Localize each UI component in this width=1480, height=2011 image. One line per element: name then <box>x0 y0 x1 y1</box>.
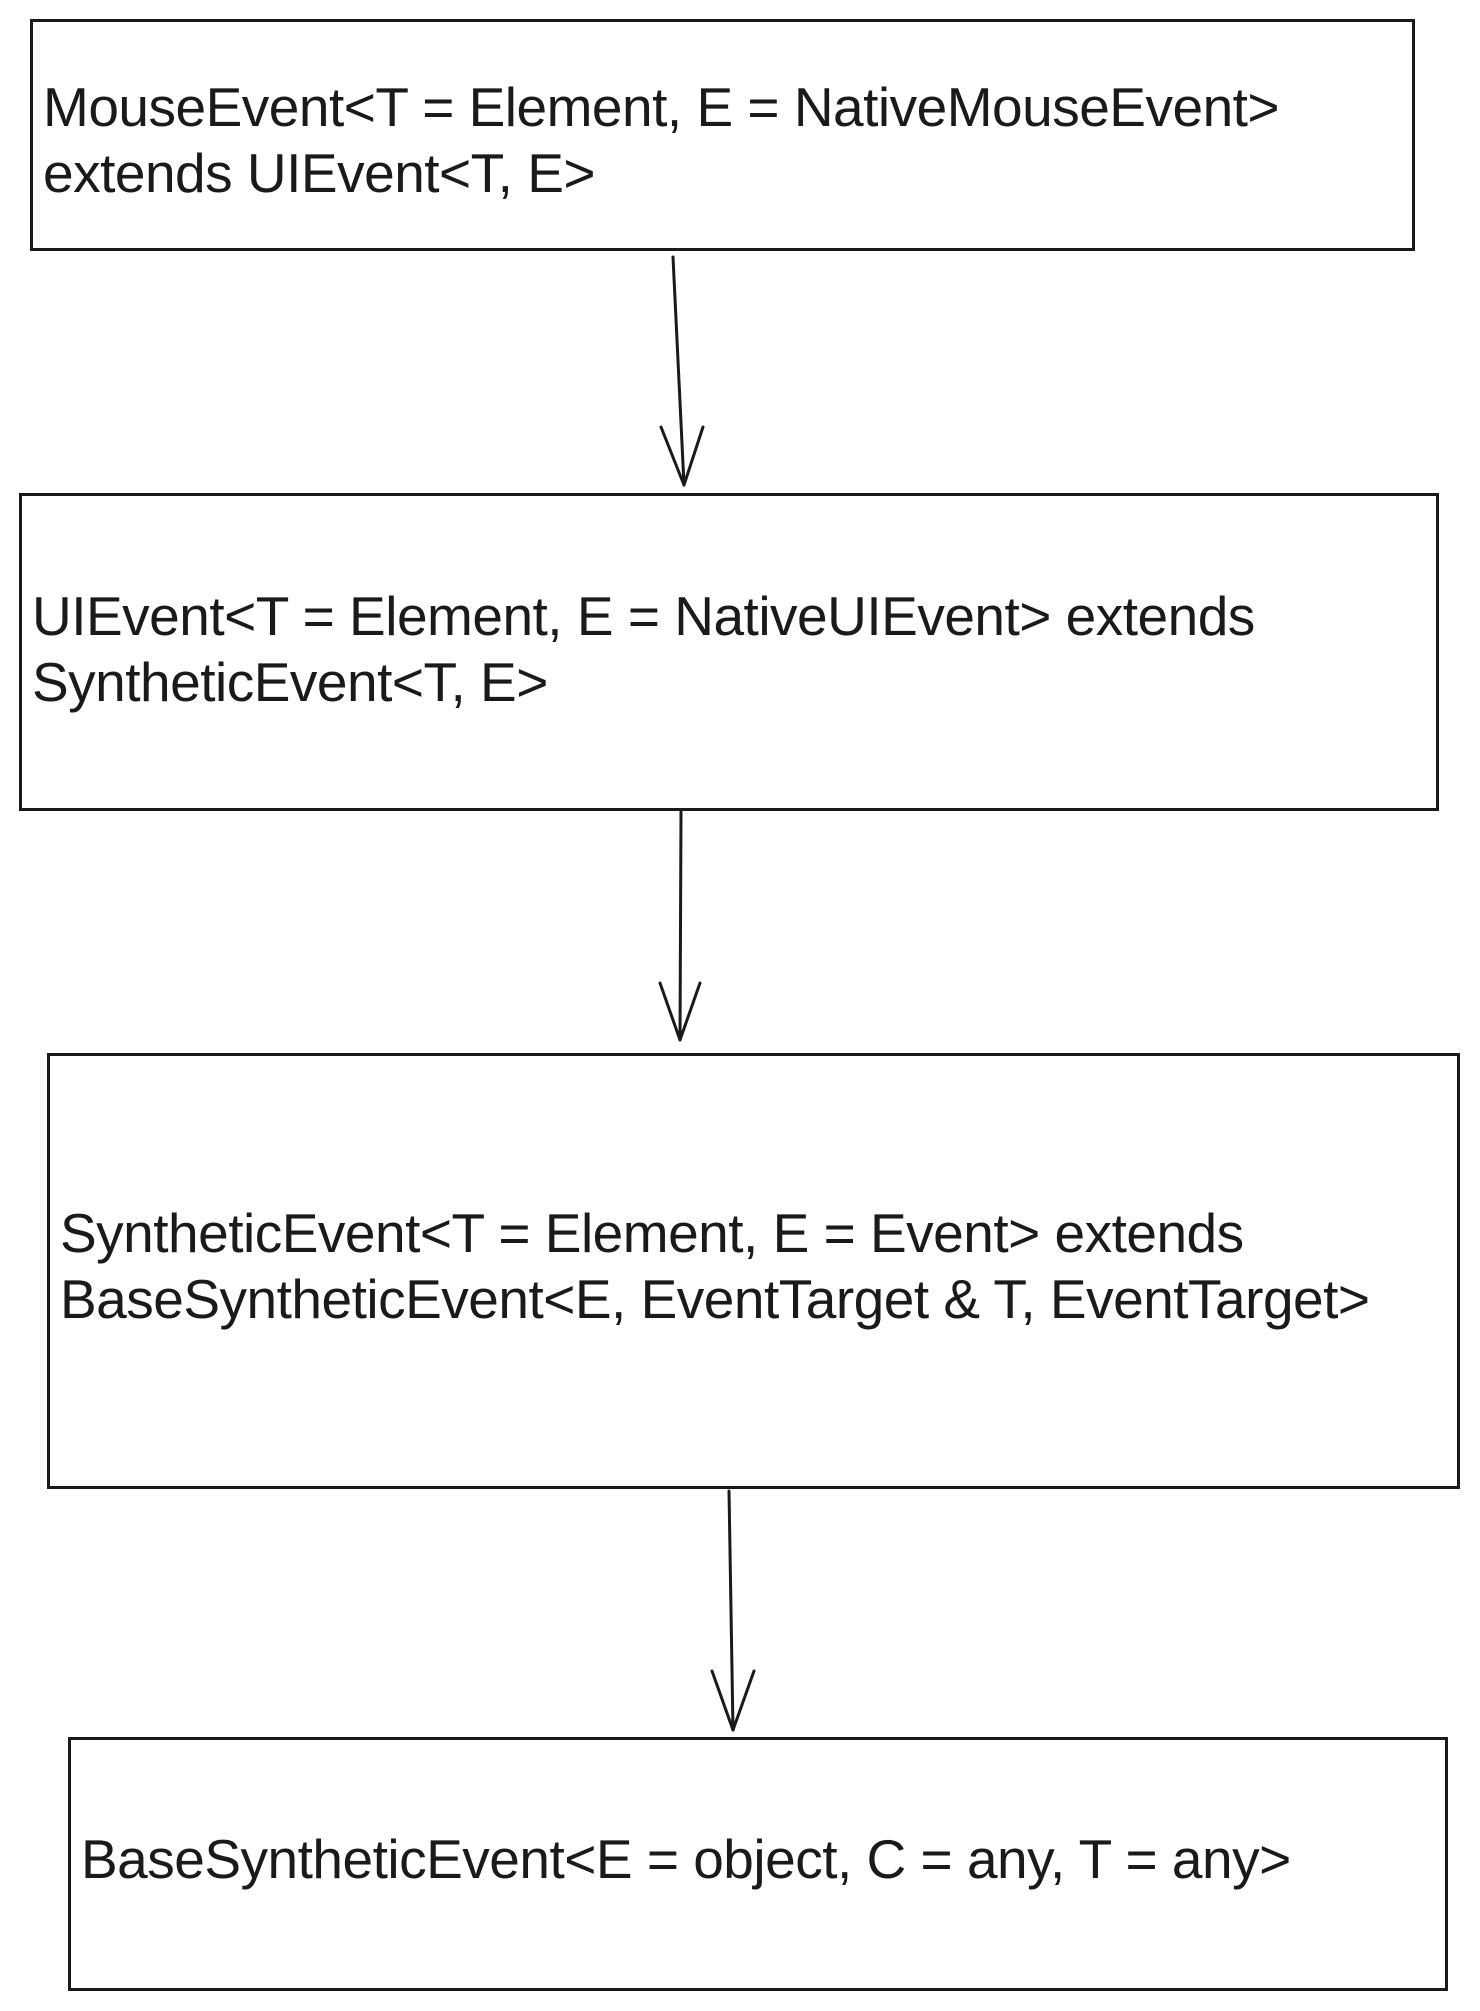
synthetic-event-label-line-1: SyntheticEvent<T = Element, E = Event> e… <box>60 1202 1244 1264</box>
arrow-mouse-event-to-ui-event <box>659 255 705 487</box>
ui-event-box: UIEvent<T = Element, E = NativeUIEvent> … <box>19 493 1439 811</box>
base-synthetic-event-label-line-1: BaseSyntheticEvent<E = object, C = any, … <box>81 1828 1291 1890</box>
arrow-ui-event-to-synthetic-event <box>658 810 702 1042</box>
ui-event-label: UIEvent<T = Element, E = NativeUIEvent> … <box>32 583 1255 715</box>
mouse-event-label-line-1: MouseEvent<T = Element, E = NativeMouseE… <box>43 76 1280 138</box>
mouse-event-box: MouseEvent<T = Element, E = NativeMouseE… <box>30 19 1415 251</box>
mouse-event-label: MouseEvent<T = Element, E = NativeMouseE… <box>43 74 1280 206</box>
mouse-event-label-line-2: extends UIEvent<T, E> <box>43 142 596 204</box>
ui-event-label-line-2: SyntheticEvent<T, E> <box>32 651 548 713</box>
ui-event-label-line-1: UIEvent<T = Element, E = NativeUIEvent> … <box>32 585 1255 647</box>
base-synthetic-event-box: BaseSyntheticEvent<E = object, C = any, … <box>68 1737 1448 1991</box>
base-synthetic-event-label: BaseSyntheticEvent<E = object, C = any, … <box>81 1826 1291 1892</box>
synthetic-event-label-line-2: BaseSyntheticEvent<E, EventTarget & T, E… <box>60 1268 1370 1330</box>
synthetic-event-box: SyntheticEvent<T = Element, E = Event> e… <box>47 1053 1460 1489</box>
synthetic-event-label: SyntheticEvent<T = Element, E = Event> e… <box>60 1200 1370 1332</box>
arrow-synthetic-event-to-base-synthetic-event <box>710 1489 756 1732</box>
